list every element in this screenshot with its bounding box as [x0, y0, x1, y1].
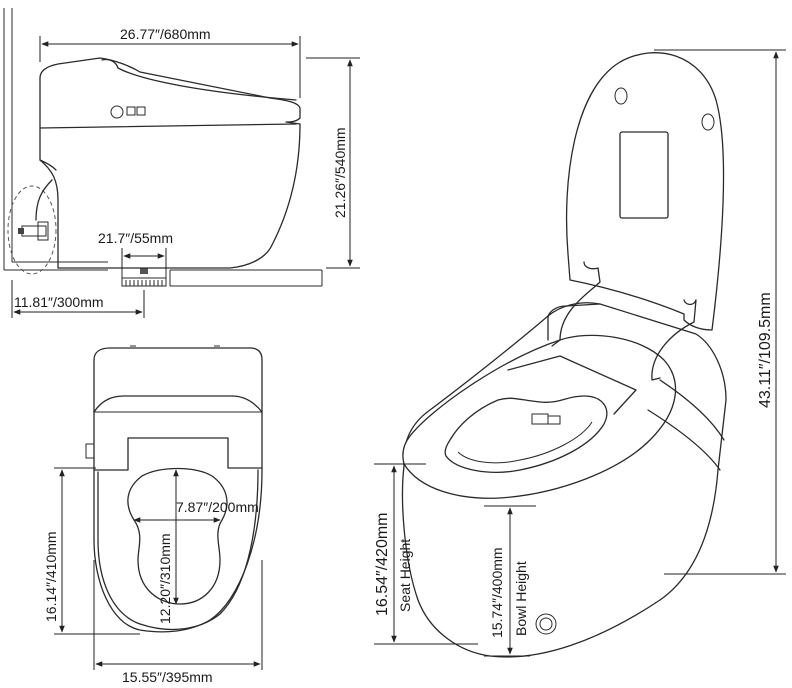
- top-depth-label: 16.14″/410mm: [43, 531, 59, 622]
- total-height-dimension: 43.11″/109.5mm: [654, 49, 786, 575]
- water-connection: [7, 179, 57, 275]
- seat-height-value: 16.54″/420mm: [374, 513, 391, 617]
- side-width-label: 26.77″/680mm: [120, 26, 211, 42]
- outlet-flange: [121, 267, 167, 287]
- rough-in-dimension: 11.81″/300mm: [11, 280, 145, 318]
- side-view: 26.77″/680mm 21.26″/540mm 21.7″/55mm 11.…: [3, 8, 360, 318]
- outlet-dimension: 21.7″/55mm: [98, 230, 173, 268]
- toilet-top-body: [85, 345, 263, 633]
- toilet-perspective-body: [401, 302, 727, 658]
- outlet-label: 21.7″/55mm: [98, 230, 173, 246]
- opening-width-dimension: 7.87″/200mm: [133, 499, 259, 523]
- floor: [169, 269, 323, 287]
- toilet-side-body: [39, 57, 301, 269]
- side-height-label: 21.26″/540mm: [332, 127, 348, 218]
- opening-width-label: 7.87″/200mm: [176, 499, 259, 515]
- side-height-dimension: 21.26″/540mm: [306, 57, 360, 269]
- top-width-dimension: 15.55″/395mm: [93, 560, 263, 685]
- top-depth-dimension: 16.14″/410mm: [43, 467, 140, 635]
- total-height-label: 43.11″/109.5mm: [757, 292, 774, 408]
- bowl-height-value: 15.74″/400mm: [489, 547, 505, 638]
- seat-height-name: Seat Height: [397, 539, 413, 612]
- bowl-height-name: Bowl Height: [513, 561, 529, 636]
- opening-length-label: 12.20″/310mm: [157, 533, 173, 624]
- bowl-height-dimension: 15.74″/400mm Bowl Height: [484, 505, 536, 657]
- top-width-label: 15.55″/395mm: [122, 669, 213, 685]
- side-width-dimension: 26.77″/680mm: [39, 26, 301, 98]
- toilet-lid: [551, 52, 725, 381]
- rough-in-label: 11.81″/300mm: [14, 294, 104, 310]
- opening-length-dimension: 12.20″/310mm: [157, 469, 179, 624]
- seat-height-dimension: 16.54″/420mm Seat Height: [374, 463, 478, 645]
- top-view: 7.87″/200mm 12.20″/310mm 16.14″/410mm 15…: [43, 345, 263, 685]
- perspective-view: 43.11″/109.5mm 16.54″/420mm Seat Height …: [374, 49, 786, 658]
